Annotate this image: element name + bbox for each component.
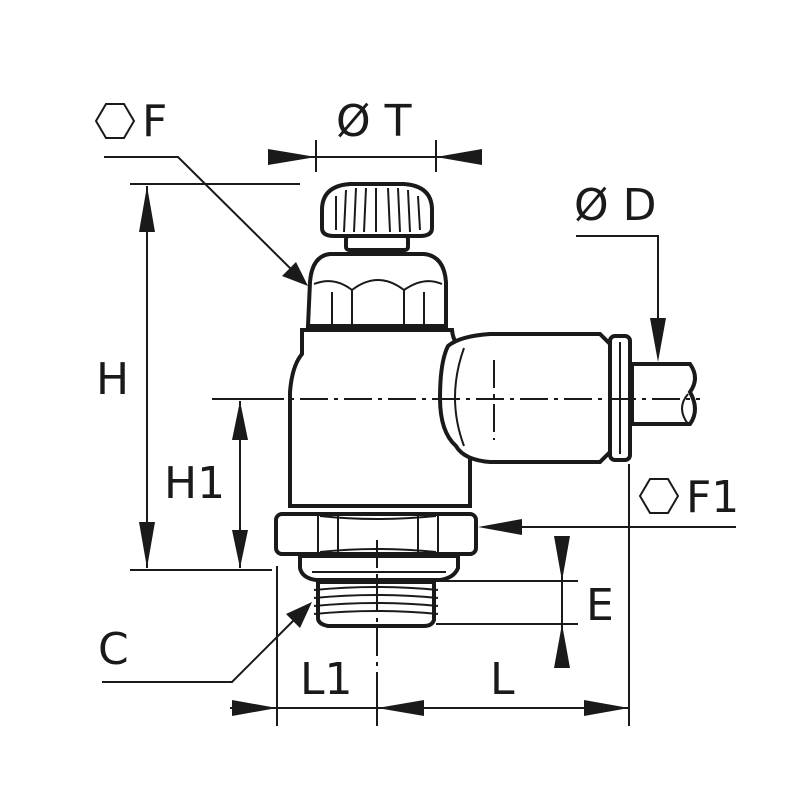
label-f: F (142, 96, 167, 147)
main-body (288, 328, 472, 508)
knob (320, 182, 434, 252)
hex-f-label: F (94, 96, 167, 147)
dimension-lines (102, 140, 736, 726)
label-dia-d: Ø D (574, 180, 657, 231)
hexagon-icon (94, 103, 136, 139)
hex-f1-label: F1 (638, 472, 739, 523)
label-h1: H1 (164, 458, 225, 509)
fitting-body (274, 182, 697, 628)
center-lines (212, 360, 700, 700)
label-f1: F1 (686, 472, 739, 523)
label-l1: L1 (300, 654, 353, 705)
label-c: C (98, 624, 129, 675)
lower-collar (298, 554, 460, 582)
tube (630, 362, 697, 426)
label-e: E (586, 580, 614, 631)
label-l: L (490, 654, 515, 705)
label-dia-t: Ø T (336, 96, 412, 147)
hexagon-icon (638, 478, 680, 514)
upper-hex-nut (305, 252, 448, 328)
label-h: H (96, 354, 129, 405)
